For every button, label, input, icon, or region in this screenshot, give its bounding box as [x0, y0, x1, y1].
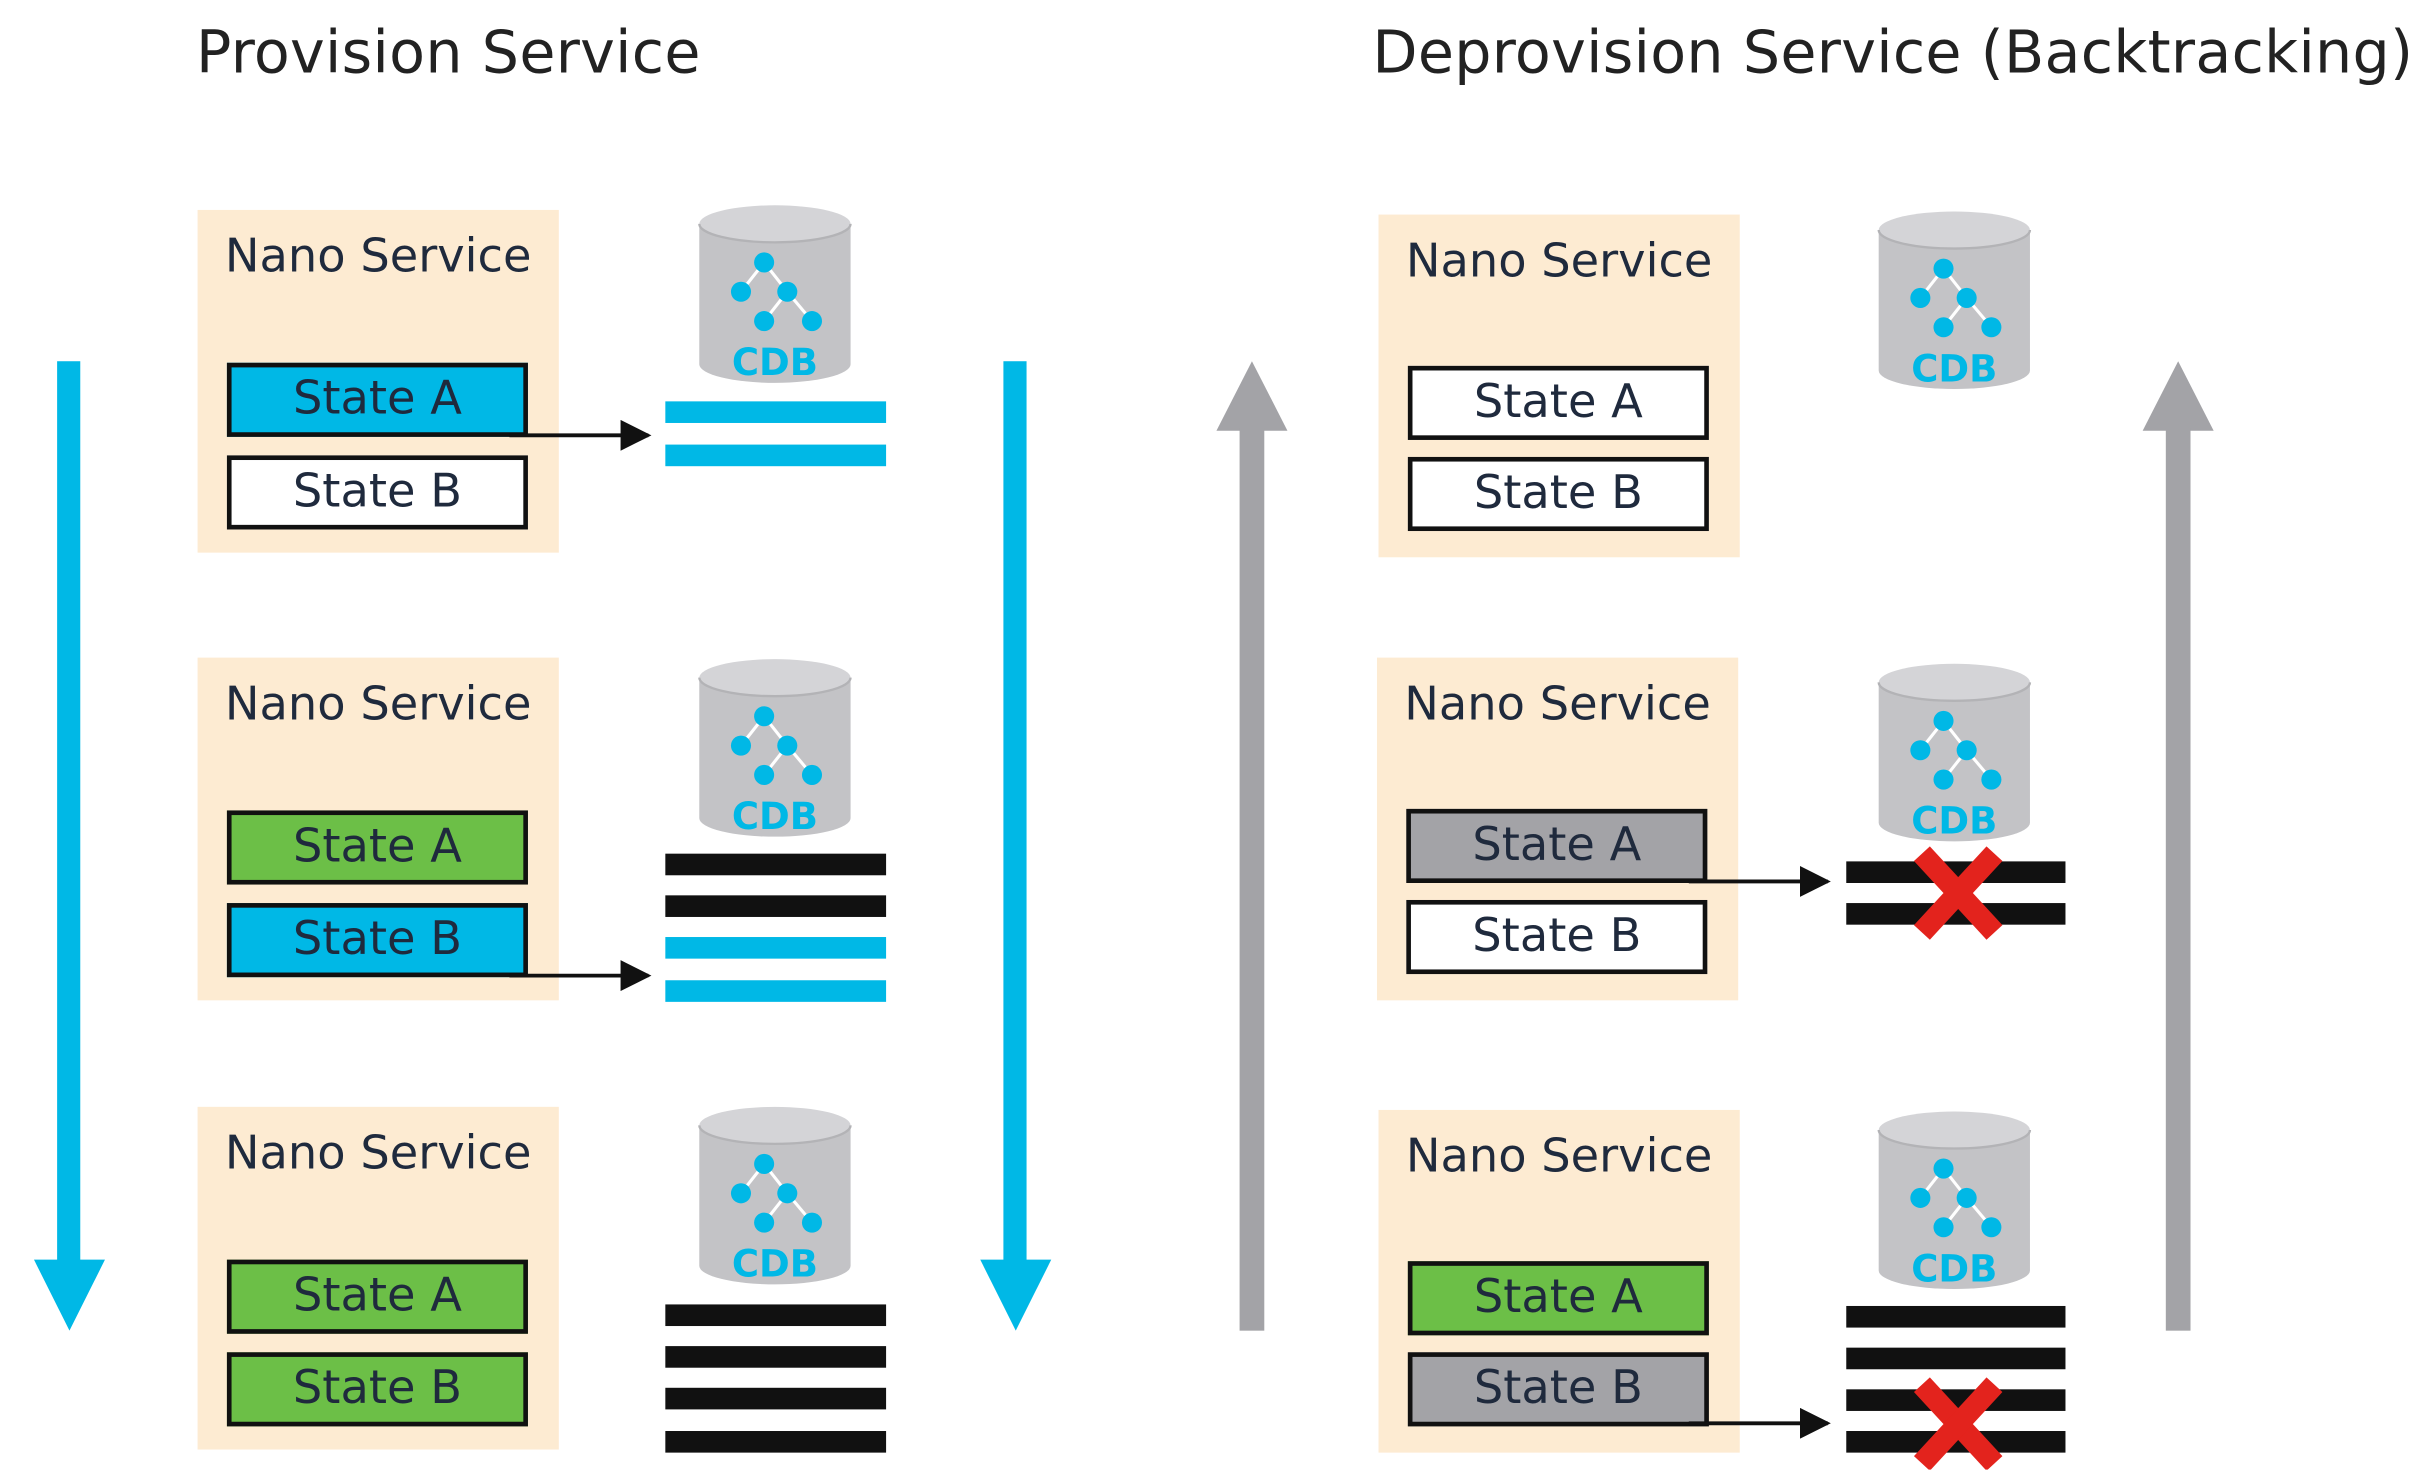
- tree-icon: [1910, 258, 2002, 338]
- tree-icon: [730, 706, 823, 785]
- state-b-box: State B: [1406, 899, 1708, 975]
- cross-icon: [1913, 1377, 2003, 1470]
- nano-service-label: Nano Service: [1405, 1129, 1713, 1185]
- cdb-database-icon: CDB: [1877, 211, 2032, 390]
- cdb-bars-right-2: [1846, 861, 2066, 925]
- deprovision-nano-service-3: Nano Service State A State B: [1378, 1109, 1740, 1453]
- provision-title: Provision Service: [196, 18, 701, 87]
- state-b-box: State B: [226, 903, 528, 978]
- tree-icon: [730, 252, 823, 332]
- cdb-bars-left-2: [665, 853, 887, 1002]
- state-b-box: State B: [1407, 1352, 1709, 1427]
- cdb-label: CDB: [732, 795, 818, 838]
- state-a-box: State A: [226, 362, 528, 437]
- state-b-box: State B: [1407, 456, 1709, 532]
- provision-nano-service-2: Nano Service State A State B: [197, 657, 559, 1001]
- state-a-box: State A: [1407, 365, 1709, 440]
- cdb-database-icon: CDB: [698, 205, 852, 384]
- cdb-label: CDB: [1911, 800, 1997, 843]
- cdb-label: CDB: [1911, 1247, 1997, 1290]
- tree-icon: [1910, 710, 2002, 790]
- cdb-database-icon: CDB: [1877, 663, 2032, 843]
- state-a-box: State A: [226, 1259, 528, 1334]
- deprovision-nano-service-2: Nano Service State A State B: [1376, 657, 1739, 1001]
- cdb-label: CDB: [1911, 347, 1997, 390]
- cdb-database-icon: CDB: [1877, 1111, 2032, 1290]
- cdb-label: CDB: [732, 1243, 818, 1286]
- provision-flow-arrow-left: [33, 361, 105, 1331]
- deprovision-title: Deprovision Service (Backtracking): [1372, 18, 2414, 87]
- tree-icon: [1910, 1158, 2002, 1238]
- state-a-box: State A: [1407, 1261, 1709, 1336]
- nano-service-label: Nano Service: [224, 230, 532, 285]
- provision-nano-service-3: Nano Service State A State B: [197, 1106, 559, 1450]
- cdb-label: CDB: [732, 341, 818, 384]
- deprovision-nano-service-1: Nano Service State A State B: [1378, 214, 1740, 558]
- provision-flow-arrow-right: [980, 361, 1052, 1331]
- deprovision-flow-arrow-left: [1216, 361, 1288, 1331]
- cdb-bars-left-3: [665, 1304, 887, 1453]
- state-b-box: State B: [226, 1352, 528, 1427]
- cross-icon: [1913, 846, 2003, 940]
- state-b-box: State B: [226, 455, 528, 530]
- cdb-database-icon: CDB: [698, 1106, 852, 1286]
- nano-service-label: Nano Service: [224, 1126, 532, 1181]
- state-a-box: State A: [1406, 808, 1708, 883]
- provision-nano-service-1: Nano Service State A State B: [197, 209, 559, 553]
- cdb-bars-left-1: [665, 401, 887, 467]
- cdb-database-icon: CDB: [698, 659, 852, 838]
- state-a-box: State A: [226, 810, 528, 885]
- nano-service-label: Nano Service: [1404, 677, 1711, 732]
- nano-service-label: Nano Service: [1405, 234, 1713, 289]
- nano-service-label: Nano Service: [224, 677, 532, 732]
- cdb-bars-right-3: [1846, 1305, 2066, 1453]
- deprovision-flow-arrow-right: [2142, 361, 2214, 1331]
- tree-icon: [730, 1153, 823, 1233]
